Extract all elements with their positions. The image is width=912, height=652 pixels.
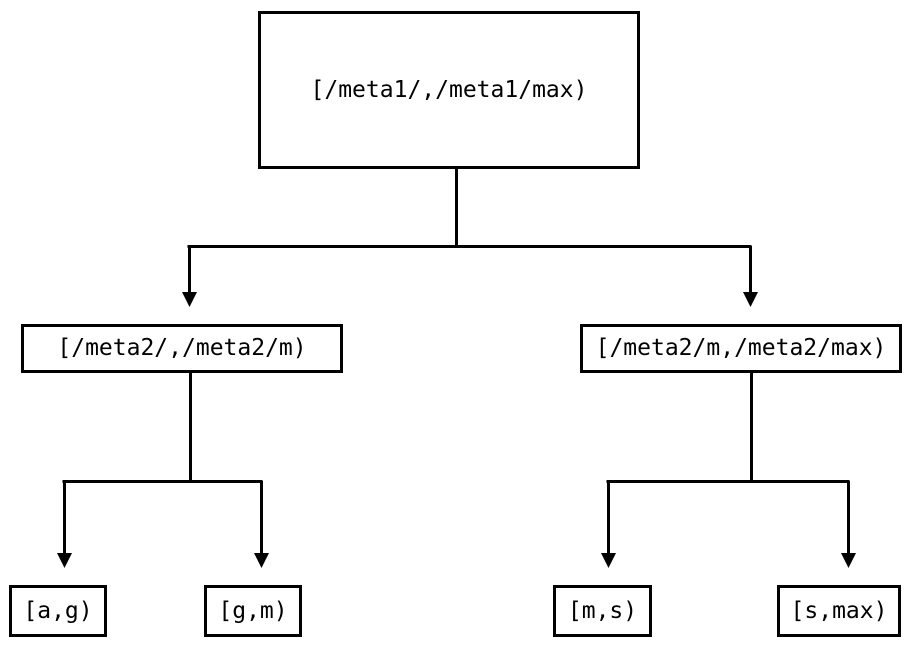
edge-root-to-mid-left <box>182 169 752 307</box>
edge-mid-left-to-leaf-1 <box>57 373 263 568</box>
tree-node-leaf-2[interactable]: [g,m) <box>204 585 302 637</box>
tree-node-root-label: [/meta1/,/meta1/max) <box>310 76 588 103</box>
arrowhead-icon-to-mid-left <box>182 292 197 307</box>
tree-node-root[interactable]: [/meta1/,/meta1/max) <box>258 11 640 169</box>
tree-node-leaf-4-label: [s,max) <box>790 597 888 624</box>
tree-node-leaf-1[interactable]: [a,g) <box>9 585 107 637</box>
tree-node-mid-right-label: [/meta2/m,/meta2/max) <box>595 335 887 361</box>
edge-mid-left-to-leaf-2 <box>254 481 269 568</box>
edge-mid-right-to-leaf-3 <box>601 373 850 568</box>
arrowhead-icon-to-leaf-3 <box>601 553 616 568</box>
arrowhead-icon-to-leaf-2 <box>254 553 269 568</box>
tree-node-leaf-3-label: [m,s) <box>567 597 638 624</box>
tree-node-leaf-1-label: [a,g) <box>23 597 93 624</box>
tree-node-mid-left[interactable]: [/meta2/,/meta2/m) <box>21 324 343 373</box>
tree-node-mid-left-label: [/meta2/,/meta2/m) <box>57 335 307 361</box>
arrowhead-icon-to-leaf-1 <box>57 553 72 568</box>
tree-node-mid-right[interactable]: [/meta2/m,/meta2/max) <box>580 324 902 373</box>
edge-root-to-mid-right <box>743 246 758 307</box>
tree-node-leaf-4[interactable]: [s,max) <box>777 585 901 637</box>
tree-node-leaf-2-label: [g,m) <box>218 597 288 624</box>
tree-node-leaf-3[interactable]: [m,s) <box>553 585 652 637</box>
arrowhead-icon-to-leaf-4 <box>841 553 856 568</box>
arrowhead-icon-to-mid-right <box>743 292 758 307</box>
edge-mid-right-to-leaf-4 <box>841 481 856 568</box>
